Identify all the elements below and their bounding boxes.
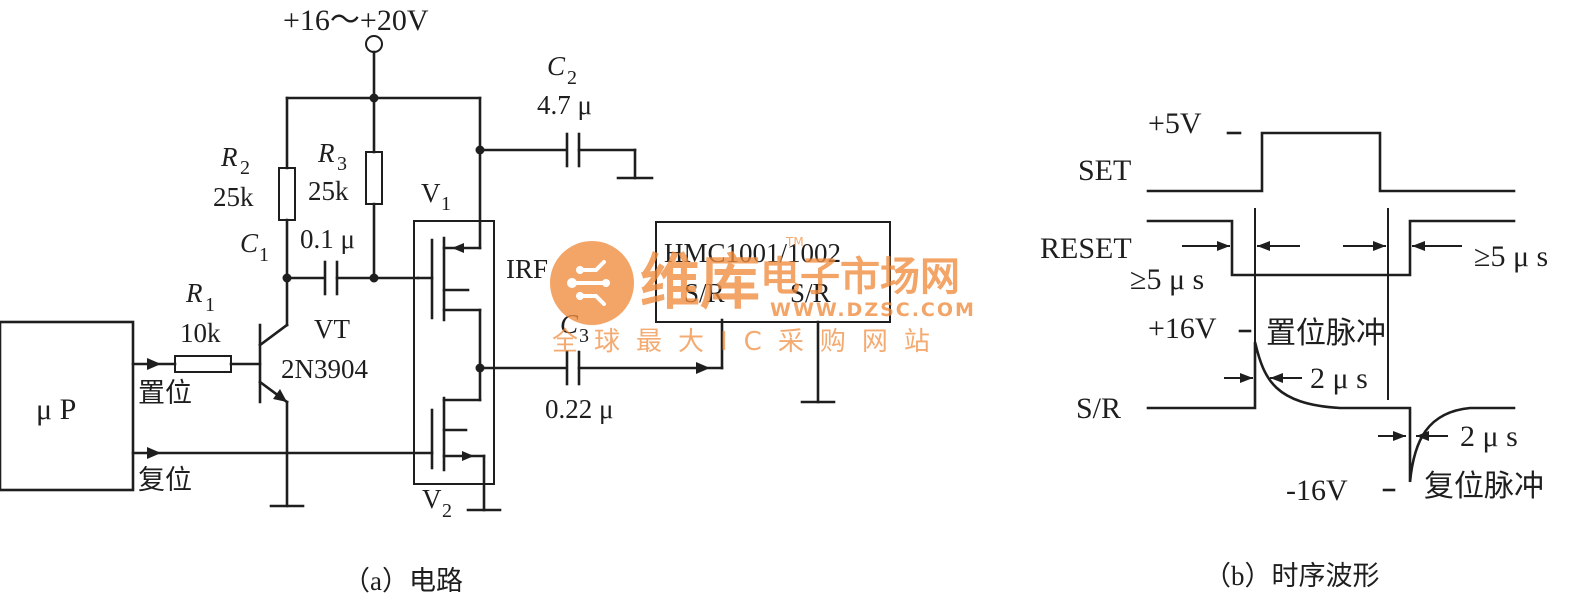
arrow-head	[1217, 241, 1230, 251]
output-arrow	[696, 362, 710, 374]
v2-name: V	[422, 484, 442, 514]
c2-sub: 2	[567, 67, 577, 89]
min-width-left: ≥5 μ s	[1130, 263, 1204, 296]
r1-name: R	[185, 278, 203, 308]
r2-sub: 2	[240, 157, 250, 179]
c3-value: 0.22 μ	[545, 394, 613, 424]
pos-level-label: +16V	[1148, 312, 1217, 345]
vt-name: VT	[314, 314, 350, 344]
r2-name: R	[220, 142, 238, 172]
watermark-brand: 维库	[640, 248, 760, 318]
r1-sub: 1	[205, 294, 215, 316]
up-set-label: 置位	[138, 378, 192, 408]
r2-resistor	[278, 167, 296, 221]
v1-arrow	[452, 243, 464, 253]
up-reset-label: 复位	[138, 465, 192, 495]
reset-waveform	[1146, 219, 1516, 277]
vt-collector-leg	[258, 323, 289, 347]
driver-label: IRF	[506, 254, 548, 284]
c2-name: C	[547, 51, 566, 81]
watermark-url: WWW.DZSC.COM	[770, 299, 976, 321]
r3-sub: 3	[337, 153, 347, 175]
set-pulse-label: 置位脉冲	[1266, 317, 1386, 350]
supply-label: +16～+20V	[283, 4, 429, 37]
r1-resistor	[174, 355, 232, 373]
r3-name: R	[317, 138, 335, 168]
up-label: μ P	[36, 393, 76, 426]
sr-waveform	[1146, 341, 1516, 483]
vt-emitter-arrow	[273, 389, 287, 402]
r3-resistor	[365, 151, 383, 205]
r2-value: 25k	[213, 182, 254, 212]
pulse-width-1: 2 μ s	[1310, 362, 1368, 395]
microprocessor-block	[0, 320, 135, 492]
set-waveform	[1146, 131, 1516, 193]
v2-sub: 2	[442, 500, 452, 522]
watermark-slogan: 全球最大IC采购网站	[552, 327, 946, 357]
c1-name: C	[240, 228, 259, 258]
ic-pin-label: S/R	[790, 278, 831, 308]
min-width-right: ≥5 μ s	[1474, 240, 1548, 273]
c2-value: 4.7 μ	[537, 90, 592, 120]
caption-a: （a）电路	[343, 566, 463, 594]
timing-b: +5V SET RESET ≥5 μ s ≥5 μ s +16V 置位脉冲 2 …	[1040, 107, 1548, 591]
pulse-width-2: 2 μ s	[1460, 420, 1518, 453]
caption-b: （b）时序波形	[1204, 561, 1380, 591]
v2-arrow	[462, 451, 474, 461]
arrow-head	[1393, 431, 1406, 441]
vt-part: 2N3904	[281, 354, 368, 384]
watermark-tm: TM	[785, 235, 804, 249]
set-label: SET	[1078, 154, 1131, 187]
circuit-a: +16～+20V C 2 4.7 μ R 2 25k R 3 25k	[0, 4, 891, 594]
reset-arrow	[147, 447, 161, 459]
set-arrow	[147, 358, 161, 370]
v1-name: V	[421, 178, 441, 208]
v1-sub: 1	[441, 193, 451, 215]
watermark-brand-sub: 电子市场网	[760, 254, 960, 300]
set-high-label: +5V	[1148, 107, 1202, 140]
ic-label: HMC1001/1002	[664, 238, 841, 268]
supply-terminal	[365, 35, 383, 53]
ic-block	[655, 221, 891, 323]
arrow-head	[1240, 373, 1253, 383]
c3-sub: 3	[579, 325, 589, 347]
r3-value: 25k	[308, 176, 349, 206]
watermark: 维库 电子市场网 TM WWW.DZSC.COM 全球最大IC采购网站	[550, 235, 976, 357]
neg-level-label: -16V	[1286, 474, 1348, 507]
arrow-head	[1373, 241, 1386, 251]
mosfet-package	[413, 220, 495, 485]
ic-pin-prefix: S/R	[684, 278, 725, 308]
sr-label: S/R	[1076, 392, 1121, 425]
reset-label: RESET	[1040, 232, 1132, 265]
c1-sub: 1	[259, 244, 269, 266]
c1-value: 0.1 μ	[300, 224, 355, 254]
reset-pulse-label: 复位脉冲	[1424, 470, 1544, 503]
r1-value: 10k	[180, 318, 221, 348]
circuit-logo-icon	[550, 241, 634, 325]
